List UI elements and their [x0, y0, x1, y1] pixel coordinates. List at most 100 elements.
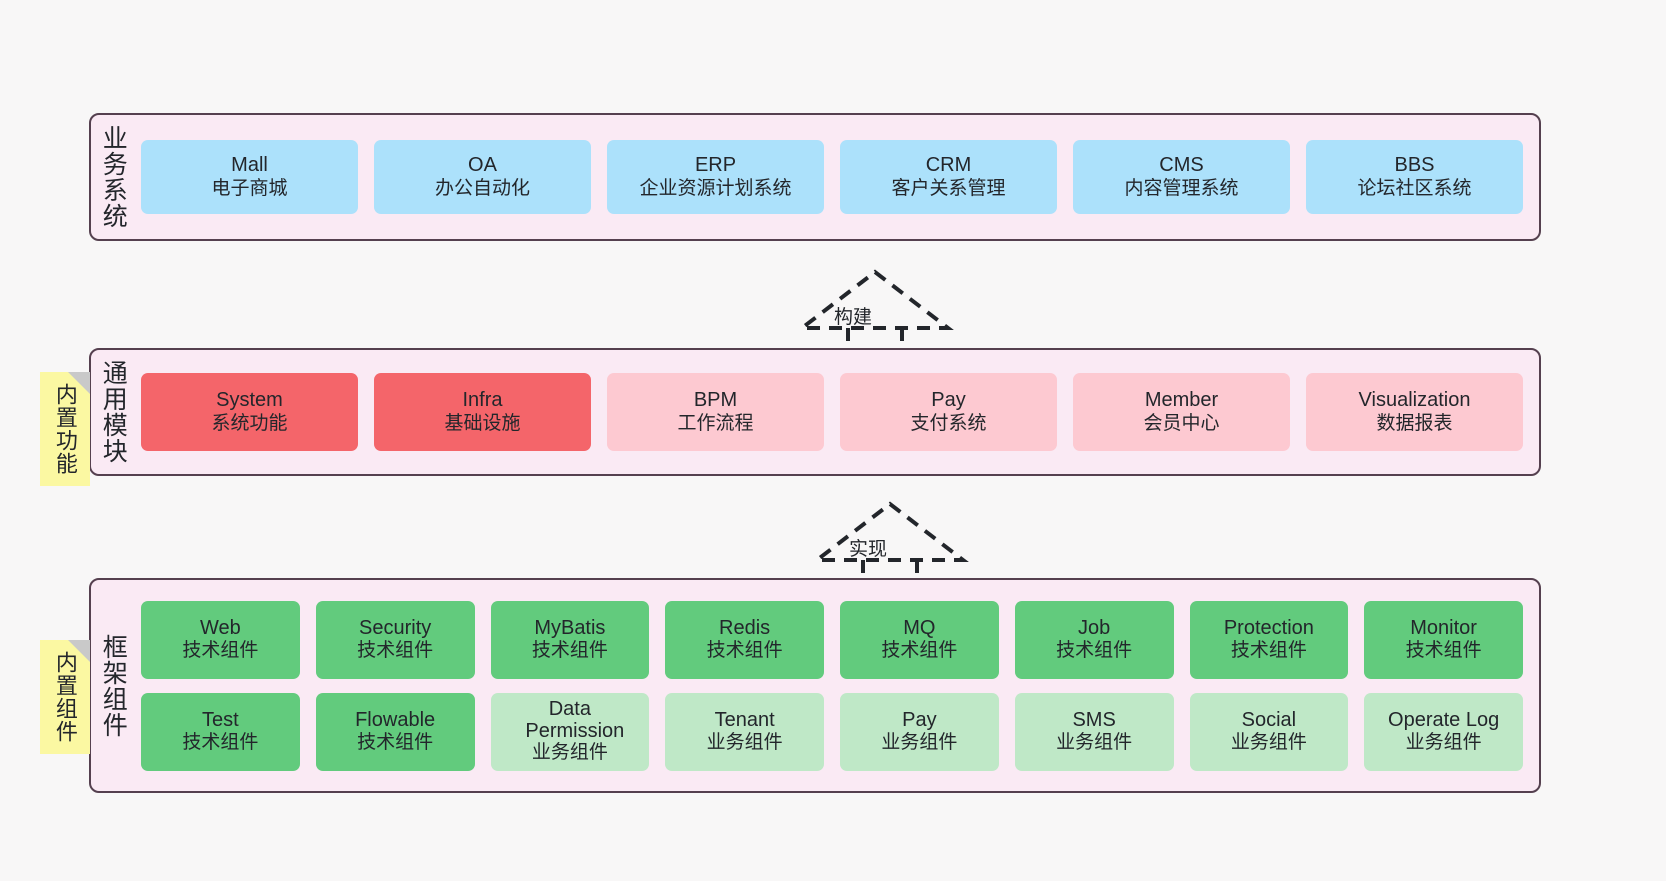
card-title-en: Security: [359, 616, 432, 639]
card-title-en: Social: [1241, 708, 1297, 731]
layer-business-systems: 业务系统 Mall 电子商城 OA 办公自动化 ERP 企业资源计划系统 CRM…: [89, 113, 1541, 241]
card-title-cn: 技术组件: [706, 640, 783, 662]
card-title-en: Pay: [902, 708, 937, 731]
card-title-en: Pay: [931, 389, 966, 411]
card-data-permission[interactable]: Data Permission 业务组件: [490, 692, 650, 771]
layer-framework-components-label: 框架组件: [99, 633, 128, 738]
card-visualization[interactable]: Visualization 数据报表: [1306, 373, 1523, 451]
card-sms[interactable]: SMS 业务组件: [1014, 692, 1174, 771]
card-title-cn: 论坛社区系统: [1357, 177, 1472, 199]
realization-arrowhead: [811, 501, 969, 562]
card-title-cn: 客户关系管理: [891, 177, 1006, 199]
card-protection[interactable]: Protection 技术组件: [1189, 600, 1349, 679]
card-title-cn: 技术组件: [182, 640, 259, 662]
card-title-en: System: [216, 389, 283, 411]
card-row: Web 技术组件 Security 技术组件 MyBatis 技术组件 Redi…: [141, 600, 1523, 679]
card-title-cn: 系统功能: [211, 412, 288, 434]
card-title-en: MyBatis: [534, 616, 606, 639]
card-title-en: ERP: [694, 154, 737, 176]
sticky-note-builtin-components: 内置组件: [40, 640, 90, 754]
card-mybatis[interactable]: MyBatis 技术组件: [490, 600, 650, 679]
card-title-en: Data Permission: [525, 698, 625, 743]
card-operate-log[interactable]: Operate Log 业务组件: [1364, 692, 1523, 771]
card-title-cn: 基础设施: [444, 412, 521, 434]
card-title-en: CMS: [1159, 154, 1204, 176]
card-title-en: Mall: [231, 154, 268, 176]
card-oa[interactable]: OA 办公自动化: [374, 140, 591, 214]
card-title-cn: 内容管理系统: [1124, 177, 1239, 199]
card-title-en: Redis: [719, 616, 771, 639]
card-row: System 系统功能 Infra 基础设施 BPM 工作流程 Pay 支付系统…: [141, 373, 1523, 451]
card-row: Test 技术组件 Flowable 技术组件 Data Permission …: [141, 692, 1523, 771]
card-title-cn: 技术组件: [357, 640, 434, 662]
card-web[interactable]: Web 技术组件: [141, 600, 300, 679]
card-member[interactable]: Member 会员中心: [1073, 373, 1290, 451]
card-job[interactable]: Job 技术组件: [1014, 600, 1174, 679]
card-system[interactable]: System 系统功能: [141, 373, 358, 451]
card-flowable[interactable]: Flowable 技术组件: [315, 692, 475, 771]
card-title-cn: 业务组件: [881, 732, 958, 754]
card-pay[interactable]: Pay 支付系统: [840, 373, 1057, 451]
layer-framework-components-body: Web 技术组件 Security 技术组件 MyBatis 技术组件 Redi…: [135, 580, 1539, 791]
layer-business-systems-body: Mall 电子商城 OA 办公自动化 ERP 企业资源计划系统 CRM 客户关系…: [135, 115, 1539, 239]
card-title-en: Protection: [1223, 616, 1314, 639]
connector-realize-label: 实现: [849, 539, 888, 560]
card-title-en: BBS: [1394, 154, 1435, 176]
connector-build-label: 构建: [834, 307, 873, 328]
card-title-cn: 企业资源计划系统: [639, 177, 792, 199]
card-erp[interactable]: ERP 企业资源计划系统: [607, 140, 824, 214]
card-title-en: Operate Log: [1388, 708, 1500, 731]
realization-arrowhead: [796, 269, 954, 330]
card-title-cn: 工作流程: [677, 412, 754, 434]
card-title-cn: 业务组件: [1230, 732, 1307, 754]
card-monitor[interactable]: Monitor 技术组件: [1364, 600, 1523, 679]
card-title-cn: 电子商城: [211, 177, 288, 199]
card-bbs[interactable]: BBS 论坛社区系统: [1306, 140, 1523, 214]
card-title-cn: 技术组件: [1230, 640, 1307, 662]
card-title-cn: 办公自动化: [434, 177, 530, 199]
card-title-cn: 支付系统: [910, 412, 987, 434]
card-social[interactable]: Social 业务组件: [1189, 692, 1349, 771]
card-infra[interactable]: Infra 基础设施: [374, 373, 591, 451]
layer-common-modules: 通用模块 System 系统功能 Infra 基础设施 BPM 工作流程 Pay…: [89, 348, 1541, 476]
card-title-en: Infra: [462, 389, 503, 411]
layer-common-modules-label: 通用模块: [99, 360, 128, 464]
card-title-cn: 业务组件: [1056, 732, 1133, 754]
card-redis[interactable]: Redis 技术组件: [665, 600, 824, 679]
connector-build: 构建: [796, 268, 954, 360]
card-test[interactable]: Test 技术组件: [141, 692, 300, 771]
card-title-cn: 技术组件: [881, 640, 958, 662]
card-title-cn: 会员中心: [1143, 412, 1220, 434]
card-mq[interactable]: MQ 技术组件: [840, 600, 999, 679]
card-title-cn: 技术组件: [357, 732, 434, 754]
card-title-en: Tenant: [714, 708, 775, 731]
card-title-en: Flowable: [355, 708, 436, 731]
card-mall[interactable]: Mall 电子商城: [141, 140, 358, 214]
card-title-cn: 业务组件: [531, 742, 608, 764]
card-title-cn: 技术组件: [531, 640, 608, 662]
card-title-en: Web: [199, 616, 241, 639]
card-cms[interactable]: CMS 内容管理系统: [1073, 140, 1290, 214]
card-title-en: BPM: [693, 389, 738, 411]
card-crm[interactable]: CRM 客户关系管理: [840, 140, 1057, 214]
card-title-en: CRM: [925, 154, 972, 176]
card-title-en: Test: [202, 708, 239, 731]
card-title-cn: 业务组件: [706, 732, 783, 754]
card-title-en: SMS: [1072, 708, 1116, 731]
layer-framework-components: 框架组件 Web 技术组件 Security 技术组件 MyBatis 技术组件…: [89, 578, 1541, 793]
card-title-en: Visualization: [1358, 389, 1471, 411]
card-title-cn: 技术组件: [1056, 640, 1133, 662]
card-tenant[interactable]: Tenant 业务组件: [665, 692, 824, 771]
card-title-en: Monitor: [1410, 616, 1477, 639]
card-security[interactable]: Security 技术组件: [315, 600, 475, 679]
card-row: Mall 电子商城 OA 办公自动化 ERP 企业资源计划系统 CRM 客户关系…: [141, 140, 1523, 214]
card-title-en: Job: [1078, 616, 1111, 639]
card-title-cn: 业务组件: [1405, 732, 1482, 754]
layer-common-modules-body: System 系统功能 Infra 基础设施 BPM 工作流程 Pay 支付系统…: [135, 350, 1539, 474]
card-title-en: MQ: [903, 616, 936, 639]
card-title-cn: 技术组件: [182, 732, 259, 754]
card-pay-business[interactable]: Pay 业务组件: [840, 692, 999, 771]
card-title-cn: 数据报表: [1376, 412, 1453, 434]
card-bpm[interactable]: BPM 工作流程: [607, 373, 824, 451]
